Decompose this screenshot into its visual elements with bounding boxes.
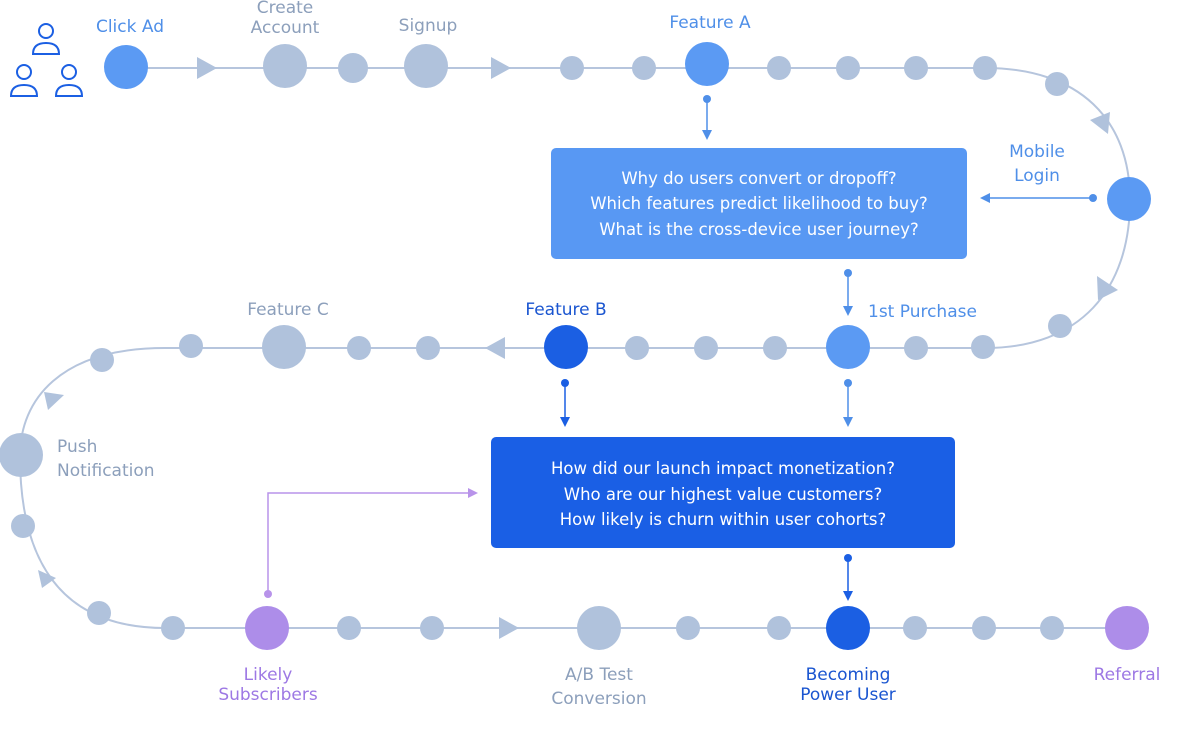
path-direction-markers (38, 57, 1118, 639)
label-referral: Referral (1094, 665, 1161, 685)
bottom-question-box (491, 437, 955, 548)
push-notification-node (0, 433, 43, 477)
mobile-login-node (1107, 177, 1151, 221)
direction-arrow (197, 57, 217, 79)
step-dot (903, 616, 927, 640)
step-dot (1045, 72, 1069, 96)
top-question-2: Which features predict likelihood to buy… (590, 194, 928, 213)
direction-arrow (1097, 276, 1118, 300)
top-question-box (551, 148, 967, 259)
step-dot (87, 601, 111, 625)
step-dot (676, 616, 700, 640)
connector-arrows (264, 95, 1097, 601)
step-dot (560, 56, 584, 80)
feature-c-node (262, 325, 306, 369)
direction-arrow (499, 617, 519, 639)
label-ab-test-2: Conversion (551, 689, 646, 709)
step-dot (11, 514, 35, 538)
step-dot (972, 616, 996, 640)
connector-arrow (267, 488, 478, 594)
label-push-notification-1: Push (57, 437, 97, 457)
referral-node (1105, 606, 1149, 650)
step-dot (1040, 616, 1064, 640)
step-dot (337, 616, 361, 640)
label-click-ad: Click Ad (96, 17, 164, 37)
top-question-1: Why do users convert or dropoff? (621, 169, 896, 188)
direction-arrow (491, 57, 511, 79)
label-likely-subscribers-1: Likely (244, 665, 293, 685)
label-create-account-1: Create (257, 0, 314, 18)
bottom-question-1: How did our launch impact monetization? (551, 459, 895, 478)
step-dot (836, 56, 860, 80)
step-dot (632, 56, 656, 80)
feature-a-node (685, 42, 729, 86)
click-ad-node (104, 45, 148, 89)
step-dot (416, 336, 440, 360)
step-dot (347, 336, 371, 360)
ab-test-conversion-node (577, 606, 621, 650)
step-dot (904, 56, 928, 80)
step-dot (625, 336, 649, 360)
step-dot (767, 56, 791, 80)
label-mobile-login-2: Login (1014, 166, 1060, 186)
step-dot (694, 336, 718, 360)
step-dot (971, 335, 995, 359)
label-create-account-2: Account (251, 18, 320, 38)
label-first-purchase: 1st Purchase (868, 302, 977, 322)
direction-arrow (38, 570, 56, 588)
step-dot (767, 616, 791, 640)
step-dot (338, 53, 368, 83)
top-question-3: What is the cross-device user journey? (599, 220, 919, 239)
step-dot (420, 616, 444, 640)
step-dot (973, 56, 997, 80)
label-feature-b: Feature B (525, 300, 606, 320)
label-feature-a: Feature A (669, 13, 751, 33)
step-dot (904, 336, 928, 360)
likely-subscribers-node (245, 606, 289, 650)
label-ab-test-1: A/B Test (565, 665, 633, 685)
direction-arrow (485, 337, 505, 359)
feature-b-node (544, 325, 588, 369)
direction-arrow (44, 392, 64, 410)
step-dot (763, 336, 787, 360)
label-likely-subscribers-2: Subscribers (218, 685, 318, 705)
first-purchase-node (826, 325, 870, 369)
step-dots (11, 53, 1072, 640)
create-account-node (263, 44, 307, 88)
label-mobile-login-1: Mobile (1009, 142, 1065, 162)
direction-arrow (1090, 112, 1110, 134)
step-dot (179, 334, 203, 358)
label-feature-c: Feature C (247, 300, 329, 320)
label-power-user-1: Becoming (806, 665, 891, 685)
label-signup: Signup (399, 16, 458, 36)
signup-node (404, 44, 448, 88)
step-dot (161, 616, 185, 640)
bottom-question-2: Who are our highest value customers? (564, 485, 882, 504)
step-dot (1048, 314, 1072, 338)
users-group-icon (9, 23, 84, 97)
step-dot (90, 348, 114, 372)
label-power-user-2: Power User (800, 685, 896, 705)
bottom-question-3: How likely is churn within user cohorts? (560, 510, 887, 529)
power-user-node (826, 606, 870, 650)
label-push-notification-2: Notification (57, 461, 155, 481)
